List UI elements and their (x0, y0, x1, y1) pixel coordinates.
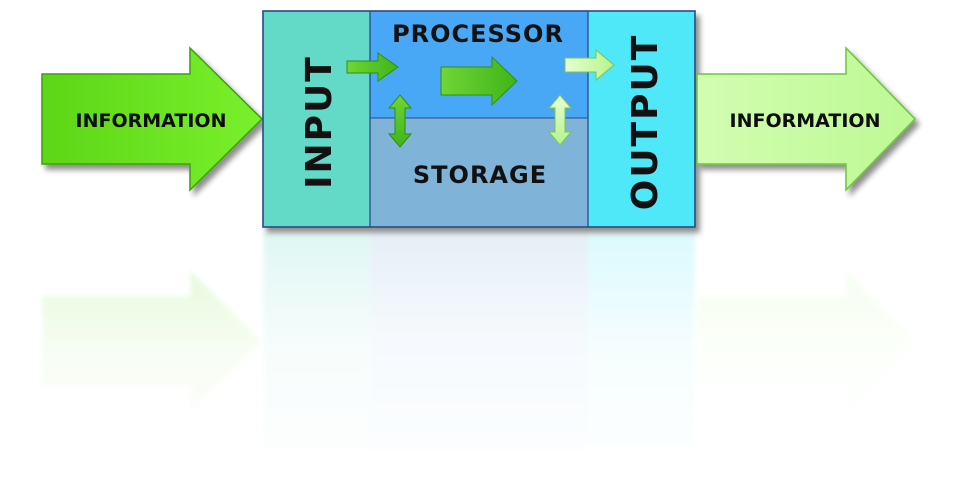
storage-label: STORAGE (413, 161, 547, 189)
diagram-reflection (0, 232, 977, 495)
input-to-processor-arrow-icon (346, 52, 399, 82)
processor-label: PROCESSOR (392, 20, 564, 48)
storage-output-exchange-arrow-icon (547, 94, 573, 146)
processor-block (370, 11, 588, 118)
input-block (263, 11, 370, 227)
input-information-arrow: INFORMATION (41, 46, 264, 192)
processor-storage-exchange-arrow-icon (387, 94, 413, 148)
processing-arrow-icon (440, 55, 518, 107)
output-arrow-label: INFORMATION (730, 110, 881, 132)
computer-box (262, 10, 696, 228)
input-arrow-label: INFORMATION (76, 110, 227, 132)
processor-to-output-arrow-icon (564, 48, 615, 82)
output-block-label: OUTPUT (625, 34, 666, 211)
output-information-arrow: INFORMATION (696, 46, 917, 192)
input-block-label: INPUT (299, 55, 340, 189)
output-block (588, 11, 695, 227)
